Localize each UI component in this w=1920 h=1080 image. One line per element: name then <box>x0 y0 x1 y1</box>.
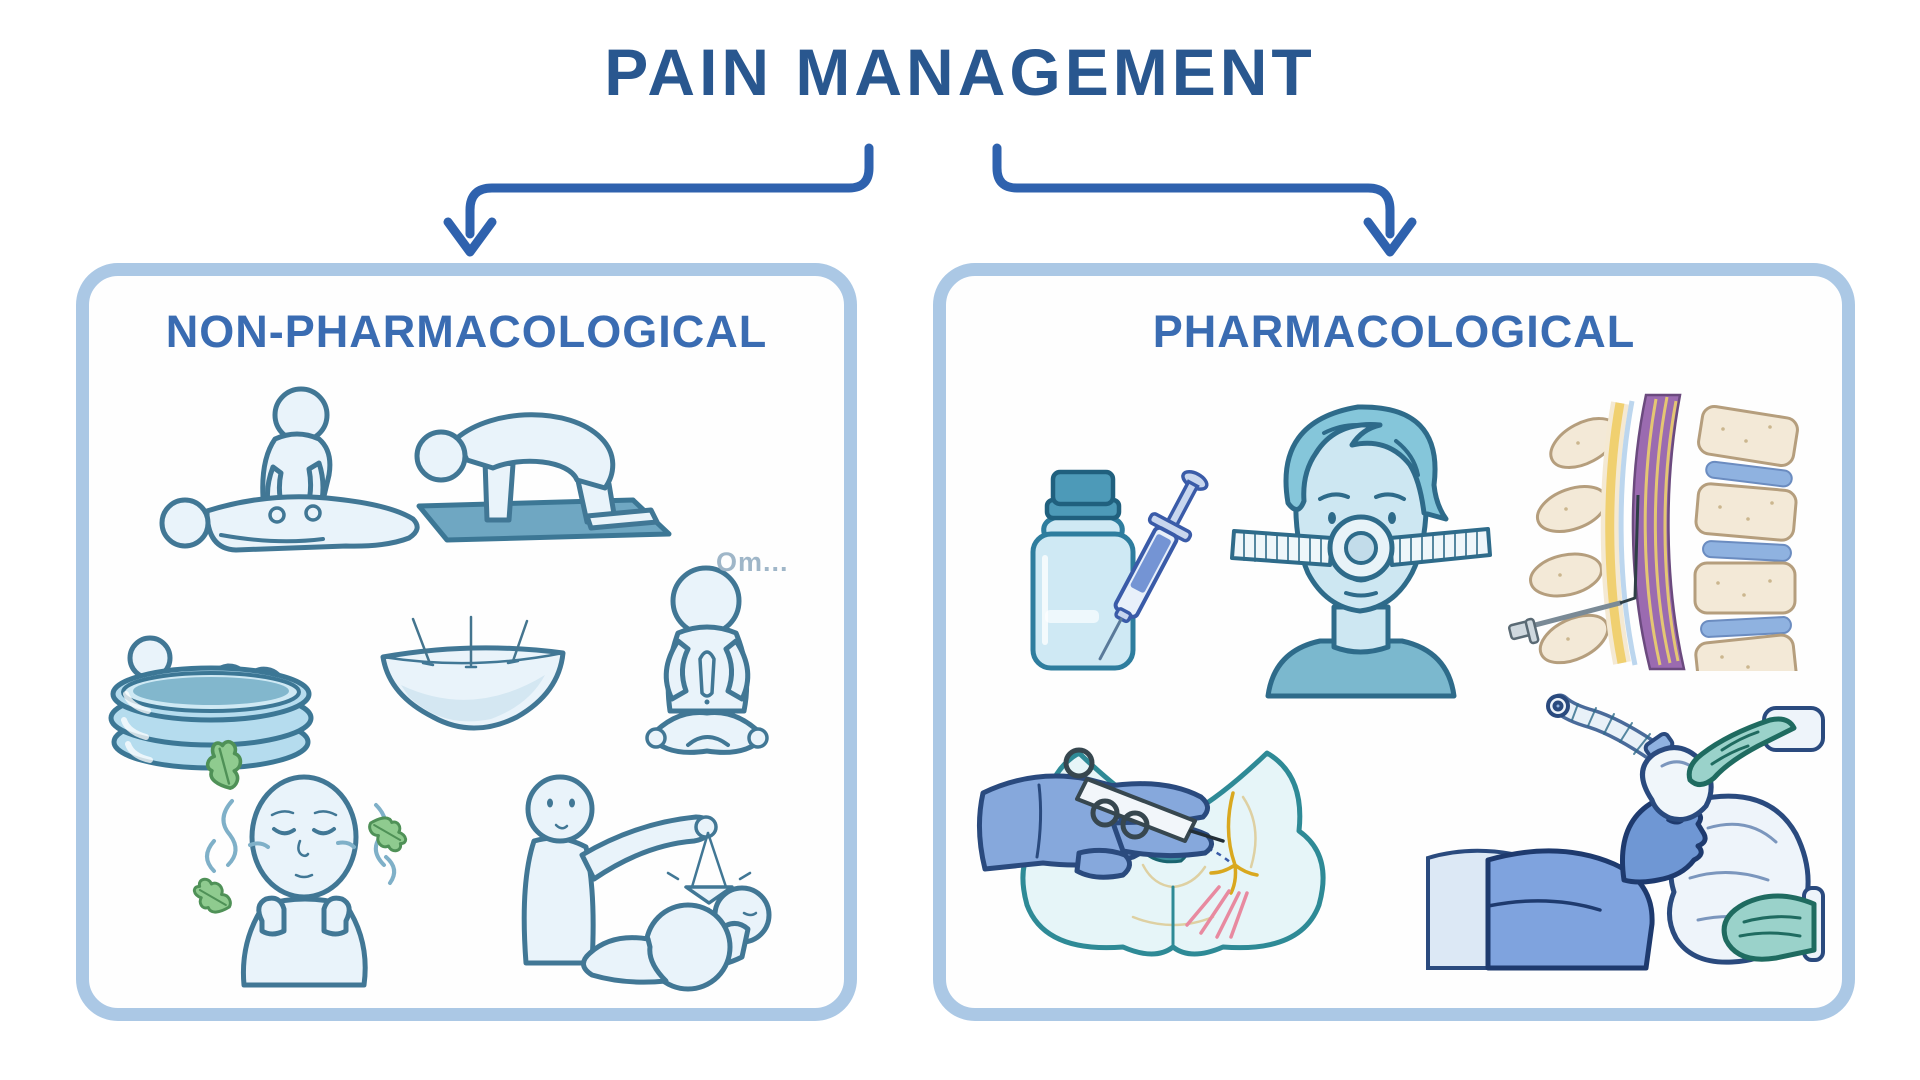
pudendal-nerve <box>1209 791 1259 895</box>
spinous-processes <box>1529 417 1619 665</box>
vertebral-column <box>1558 405 1799 671</box>
acupuncture-needles-icon <box>371 613 576 743</box>
spinal-canal <box>1631 393 1686 671</box>
meditation-om-text: Om... <box>716 547 789 577</box>
non-pharmacological-panel: NON-PHARMACOLOGICAL <box>76 263 857 1021</box>
epidural-spine-icon <box>1508 391 1808 671</box>
aromatherapy-icon <box>187 736 418 995</box>
branch-arrows <box>443 143 1417 257</box>
pudendal-nerve-block-icon <box>976 735 1363 975</box>
nitrous-oxide-mask-icon <box>1228 381 1493 699</box>
meditation-figure-icon: Om... <box>628 541 793 796</box>
branch-arrow-left <box>443 143 874 257</box>
panel-heading-non-pharmacological: NON-PHARMACOLOGICAL <box>165 306 768 357</box>
pharmacological-panel: PHARMACOLOGICAL <box>933 263 1855 1021</box>
nose-mask-icon <box>1327 514 1395 582</box>
leaf-icon <box>362 810 413 857</box>
general-anesthesia-mask-icon <box>1426 693 1825 971</box>
hypnosis-pendulum-icon <box>496 763 781 993</box>
epidural-needle-icon <box>1508 494 1640 645</box>
page-title: PAIN MANAGEMENT <box>604 35 1316 109</box>
corrugated-tube-icon <box>1230 529 1334 567</box>
gloved-hand-icon <box>1721 886 1825 962</box>
medication-vial-syringe-icon <box>1015 458 1209 678</box>
massage-therapy-icon <box>151 375 441 570</box>
medication-vial-icon <box>1030 469 1136 671</box>
syringe-icon <box>1098 470 1209 661</box>
ring-syringe-icon <box>1063 747 1225 843</box>
gloved-hand-icon <box>1686 706 1825 787</box>
anesthesia-tube-icon <box>1546 693 1675 767</box>
panel-heading-pharmacological: PHARMACOLOGICAL <box>1152 306 1636 357</box>
yoga-pose-icon <box>401 398 711 548</box>
branch-arrow-right <box>992 143 1417 257</box>
patient-torso <box>1485 848 1655 971</box>
leaf-icon <box>200 736 249 795</box>
leaf-icon <box>187 873 238 920</box>
